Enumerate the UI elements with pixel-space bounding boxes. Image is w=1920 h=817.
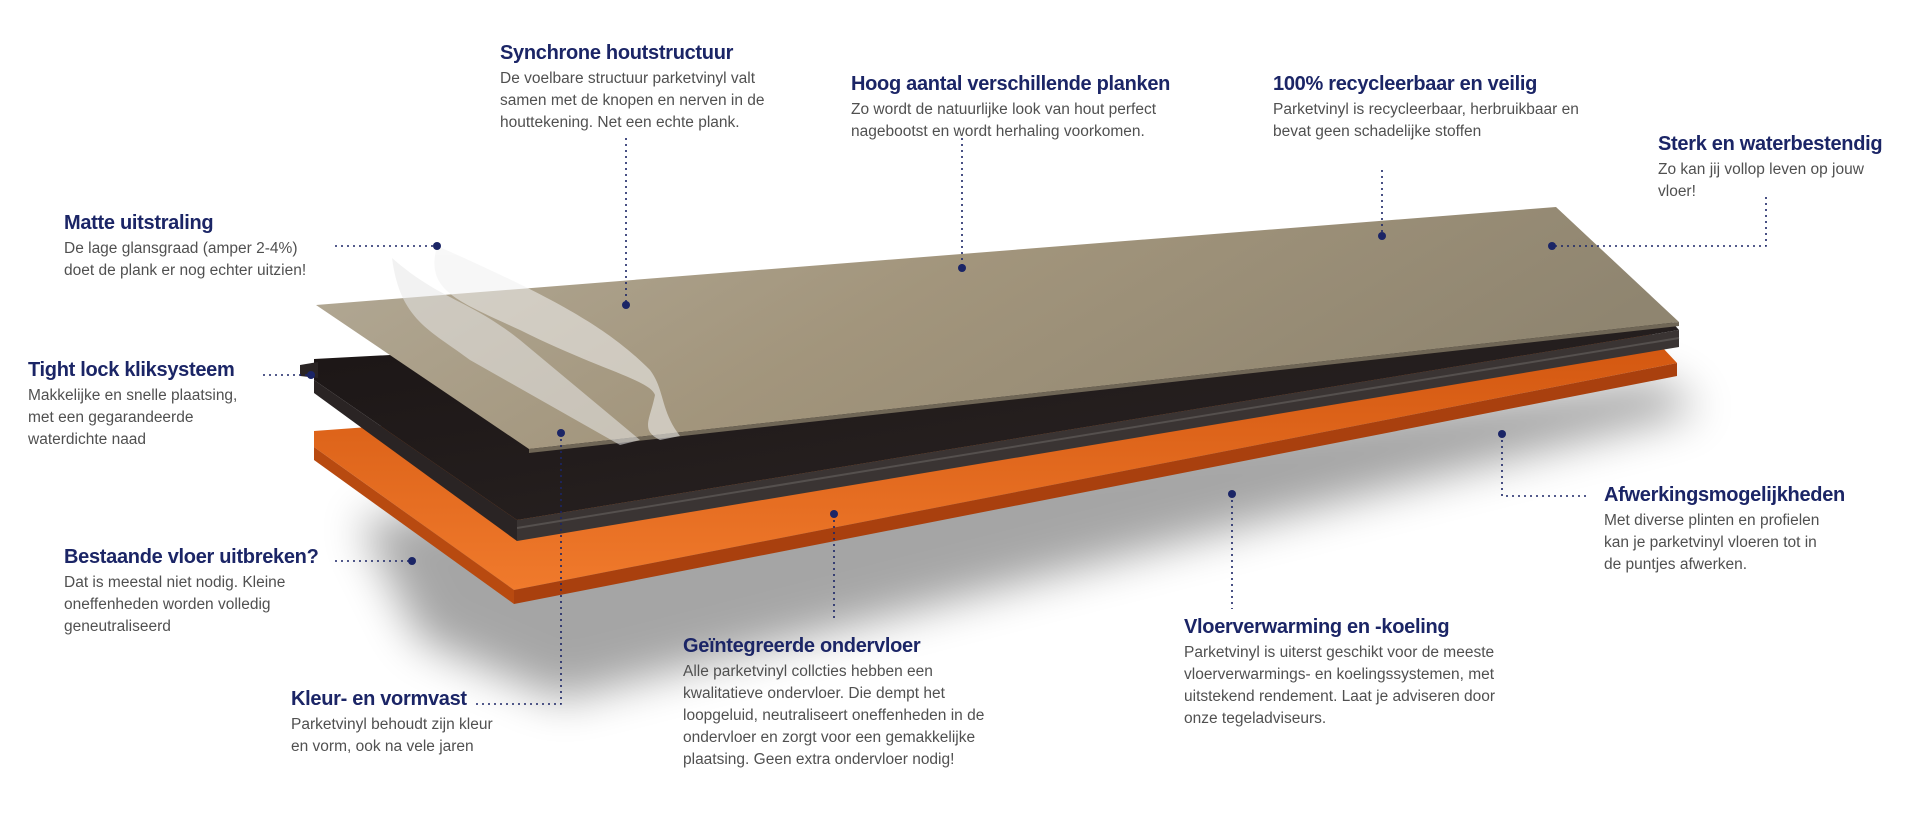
callout-title: Geïntegreerde ondervloer [683, 635, 921, 657]
callout-title: Bestaande vloer uitbreken? [64, 546, 319, 568]
matte-wear-layer [392, 246, 680, 445]
callout-text: Makkelijke en snelle plaatsing,met een g… [28, 387, 238, 448]
callout-title: Kleur- en vormvast [291, 688, 467, 710]
callout-text: Zo wordt de natuurlijke look van hout pe… [851, 101, 1157, 140]
callout-title: Vloerverwarming en -koeling [1184, 616, 1450, 638]
callout-afwerking: Afwerkingsmogelijkheden Met diverse plin… [1604, 484, 1845, 576]
callout-text: De lage glansgraad (amper 2-4%)doet de p… [64, 240, 307, 279]
callout-title: Matte uitstraling [64, 212, 214, 234]
callout-hoog-aantal: Hoog aantal verschillende planken Zo wor… [851, 73, 1170, 143]
callout-text: Parketvinyl is uiterst geschikt voor de … [1184, 644, 1496, 727]
callout-title: Tight lock kliksysteem [28, 359, 235, 381]
callout-vloerverwarming: Vloerverwarming en -koeling Parketvinyl … [1184, 616, 1495, 730]
callout-title: Sterk en waterbestendig [1658, 133, 1883, 155]
callout-title: 100% recycleerbaar en veilig [1273, 73, 1538, 95]
callout-title: Synchrone houtstructuur [500, 42, 734, 64]
callout-tight-lock: Tight lock kliksysteem Makkelijke en sne… [28, 359, 237, 451]
marker-dots [307, 232, 1556, 565]
callout-bestaande-vloer: Bestaande vloer uitbreken? Dat is meesta… [64, 546, 319, 638]
callout-title: Afwerkingsmogelijkheden [1604, 484, 1845, 506]
callout-text: Parketvinyl is recycleerbaar, herbruikba… [1273, 101, 1579, 140]
floor-shadow [360, 380, 1700, 700]
callout-matte: Matte uitstraling De lage glansgraad (am… [64, 212, 306, 282]
callout-synchrone: Synchrone houtstructuur De voelbare stru… [500, 42, 765, 134]
leader-lines [263, 138, 1767, 705]
callout-kleur-vormvast: Kleur- en vormvast Parketvinyl behoudt z… [291, 688, 493, 758]
callout-ondervloer: Geïntegreerde ondervloer Alle parketviny… [683, 635, 984, 771]
callout-title: Hoog aantal verschillende planken [851, 73, 1171, 95]
callout-sterk: Sterk en waterbestendig Zo kan jij vollo… [1658, 133, 1883, 203]
callout-recycleerbaar: 100% recycleerbaar en veilig Parketvinyl… [1273, 73, 1579, 143]
